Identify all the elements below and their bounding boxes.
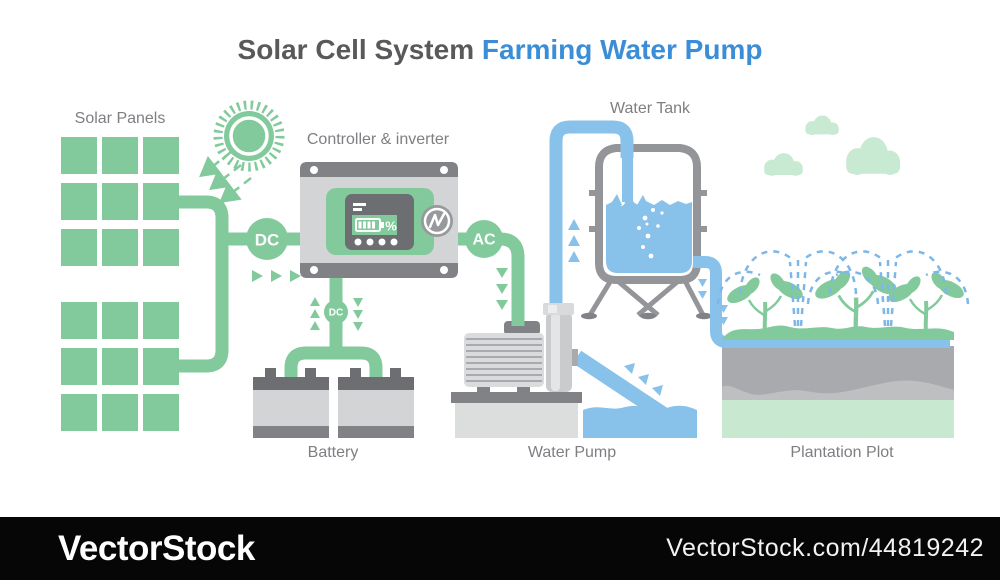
label-controller: Controller & inverter: [306, 131, 450, 148]
tank-bubbles: [637, 208, 664, 259]
dc-battery-node: DC: [324, 300, 348, 324]
dc-node: DC: [246, 218, 288, 260]
solar-panel-grid-top: [61, 137, 179, 266]
battery-level-icon: [355, 218, 384, 232]
watermark-bar: VectorStock VectorStock.com/44819242: [0, 517, 1000, 580]
label-solar-panels: Solar Panels: [74, 110, 166, 127]
ac-node: AC: [465, 220, 503, 258]
flash-icon: [421, 205, 453, 237]
page-title: Solar Cell System Farming Water Pump: [0, 34, 1000, 66]
vectorstock-logo: VectorStock: [58, 528, 255, 568]
tank-tabs: [589, 190, 707, 232]
tank-inflow-splash: [610, 156, 648, 205]
pump-base: [455, 403, 578, 438]
plantation-soil: [722, 346, 954, 438]
controller-screws: [310, 166, 448, 274]
suction-pipe: [572, 350, 668, 421]
plants: [722, 264, 969, 335]
pipe-tank-to-plot: [693, 256, 950, 348]
label-water-tank: Water Tank: [609, 100, 691, 117]
water-tank: [581, 144, 712, 320]
sun-icon: [199, 100, 285, 204]
battery-bank: [253, 368, 414, 438]
flow-arrows-green: [252, 268, 508, 331]
suction-arrows: [624, 363, 663, 396]
label-battery: Battery: [307, 444, 359, 461]
flow-arrows-down-blue: [698, 279, 728, 325]
battery-2: [338, 368, 414, 438]
label-plantation: Plantation Plot: [790, 444, 894, 461]
pump-outlet: [567, 349, 578, 366]
battery-1: [253, 368, 329, 438]
plantation-surface: [722, 325, 954, 340]
dc-battery-label: DC: [329, 308, 343, 319]
controller-inverter: %: [300, 162, 458, 278]
cloud-icon: [764, 115, 901, 176]
pump-base-top: [451, 392, 582, 403]
motor-fins: [466, 338, 542, 382]
tank-feet: [581, 312, 712, 320]
solar-pump-diagram: DC AC DC: [61, 100, 970, 438]
display-buttons: [354, 238, 398, 246]
pipe-coupler: [543, 303, 574, 315]
ac-label: AC: [472, 232, 496, 249]
label-water-pump: Water Pump: [527, 444, 617, 461]
pipe-pump-to-tank: [549, 120, 634, 312]
dc-label: DC: [255, 231, 280, 250]
sun-rays-icon: [199, 151, 252, 204]
motor-body: [464, 333, 544, 387]
flow-arrows-up-blue: [568, 219, 580, 262]
title-part-1: Solar Cell System: [237, 34, 482, 65]
percent-label: %: [385, 219, 397, 234]
pool-water: [583, 405, 697, 438]
title-part-2: Farming Water Pump: [481, 34, 763, 65]
solar-panel-grid-bottom: [61, 302, 179, 431]
water-pump: [451, 303, 697, 438]
vectorstock-url: VectorStock.com/44819242: [666, 534, 984, 562]
